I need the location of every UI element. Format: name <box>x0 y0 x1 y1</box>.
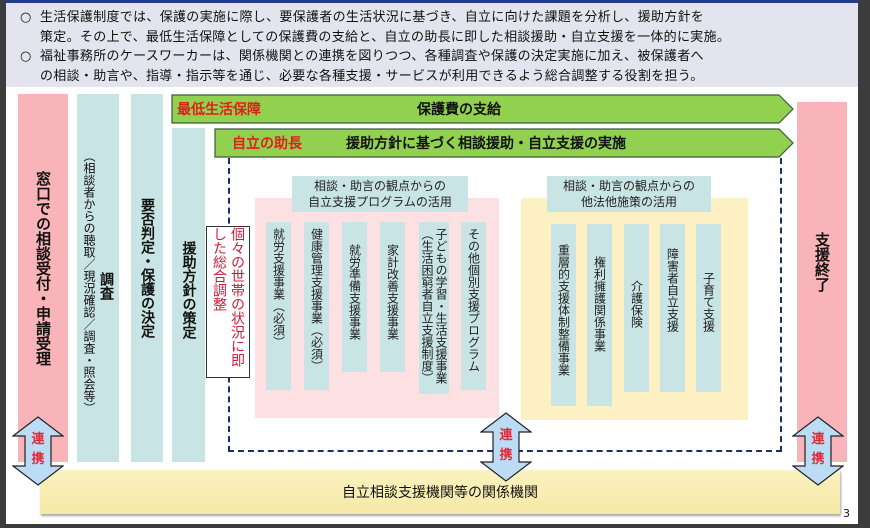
program-item-household: 家計改善支援事業 <box>380 222 405 372</box>
intro-line-1: ○生活保護制度では、保護の実施に際し、要保護者の生活状況に基づき、自立に向けた課… <box>20 8 848 28</box>
survey-title: 調査 <box>98 272 114 300</box>
coordination-text: 個々の世帯の状況に即した総合調整 <box>211 227 245 367</box>
decision-column: 要否判定・保護の決定 <box>131 94 163 462</box>
page-number: 3 <box>843 507 850 520</box>
double-arrow-icon <box>479 412 533 482</box>
reception-label: 窓口での相談受付・申請受理 <box>34 170 52 366</box>
arrow-shape-icon <box>171 94 794 124</box>
intro-line-4: の相談・助言や、指導・指示等を通じ、必要な各種支援・サービスが利用できるよう総合… <box>40 68 704 84</box>
program-item-other: その他個別支援プログラム <box>461 222 486 390</box>
double-arrow-icon <box>11 416 65 486</box>
coordination-box: 個々の世帯の状況に即した総合調整 <box>206 226 250 378</box>
other-item-rights: 権利擁護関係事業 <box>587 224 612 406</box>
support-end-label: 支援終了 <box>813 232 831 292</box>
program-item-employment-prep: 就労準備支援事業 <box>342 222 367 372</box>
survey-detail: （相談者からの聴取／現況確認／調査・照会等） <box>82 150 96 414</box>
policy-column: 援助方針の策定 <box>172 128 205 462</box>
minimum-living-arrow: 最低生活保障 保護費の支給 <box>171 94 795 124</box>
intro-line-2: 策定。その上で、最低生活保障としての保護費の支給と、自立の助長に即した相談援助・… <box>40 29 731 45</box>
link-arrow-right: 連 携 <box>791 416 845 486</box>
program-item-children: 子どもの学習・生活支援事業 （生活困窮者自立支援制度） <box>419 222 449 394</box>
program-group <box>255 198 499 418</box>
arrow-shape-icon <box>214 128 794 158</box>
survey-column: 調査 （相談者からの聴取／現況確認／調査・照会等） <box>77 94 119 462</box>
decision-label: 要否判定・保護の決定 <box>139 198 155 338</box>
circle-bullet-icon: ○ <box>20 49 32 64</box>
intro-text-box: ○生活保護制度では、保護の実施に際し、要保護者の生活状況に基づき、自立に向けた課… <box>6 3 858 87</box>
minimum-living-label: 最低生活保障 <box>177 102 261 118</box>
independence-label: 自立の助長 <box>232 136 302 152</box>
other-measures-title: 相談・助言の観点からの 他法他施策の活用 <box>547 176 711 212</box>
other-item-multilayer: 重層的支援体制整備事業 <box>551 224 576 406</box>
intro-line-3: ○福祉事務所のケースワーカーは、関係機関との連携を図りつつ、各種調査や保護の決定… <box>20 47 848 67</box>
program-group-title: 相談・助言の観点からの 自立支援プログラムの活用 <box>292 176 468 212</box>
other-item-childcare: 子育て支援 <box>696 224 721 392</box>
benefit-payment-text: 保護費の支給 <box>417 102 501 118</box>
independence-arrow: 自立の助長 援助方針に基づく相談援助・自立支援の実施 <box>214 128 795 158</box>
support-end-column: 支援終了 <box>797 102 847 462</box>
link-arrow-left: 連 携 <box>11 416 65 486</box>
link-arrow-center: 連 携 <box>479 412 533 482</box>
title-bar <box>6 0 858 3</box>
reception-column: 窓口での相談受付・申請受理 <box>18 94 68 462</box>
other-item-care-insurance: 介護保険 <box>624 224 649 392</box>
support-implementation-text: 援助方針に基づく相談援助・自立支援の実施 <box>346 136 626 152</box>
circle-bullet-icon: ○ <box>20 10 32 25</box>
double-arrow-icon <box>791 416 845 486</box>
program-item-employment: 就労支援事業（必須） <box>266 222 291 390</box>
policy-label: 援助方針の策定 <box>180 241 197 339</box>
program-item-health: 健康管理支援事業（必須） <box>304 222 329 390</box>
other-item-disability: 障害者自立支援 <box>660 224 685 392</box>
slide: ○生活保護制度では、保護の実施に際し、要保護者の生活状況に基づき、自立に向けた課… <box>6 0 858 524</box>
related-agencies-bar: 自立相談支援機関等の関係機関 <box>40 470 840 514</box>
